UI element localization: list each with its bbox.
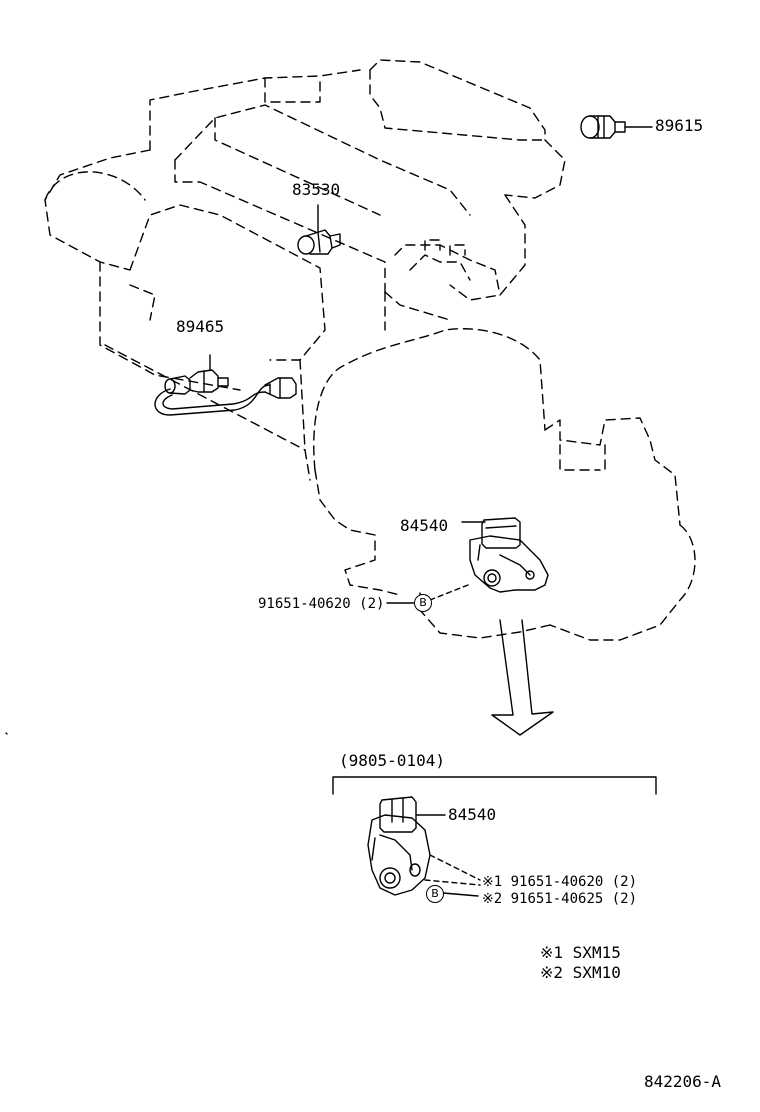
date-range-label: (9805-0104) xyxy=(339,751,445,770)
note-2: ※2 SXM10 xyxy=(540,963,621,982)
neutral-start-switch-84540-main[interactable] xyxy=(429,517,549,601)
part-label-89615[interactable]: 89615 xyxy=(655,116,704,135)
neutral-start-switch-84540-inset[interactable] xyxy=(367,796,481,897)
part-label-84540-inset[interactable]: 84540 xyxy=(448,805,497,824)
bolt-label-inset-1[interactable]: ※1 91651-40620 (2) xyxy=(482,874,638,890)
part-label-84540-main[interactable]: 84540 xyxy=(400,516,449,535)
diagram-id: 842206-A xyxy=(644,1072,722,1091)
ref-mark-b-inset: B xyxy=(426,885,444,903)
stray-mark xyxy=(5,732,8,735)
part-label-83530[interactable]: 83530 xyxy=(292,180,341,199)
ref-mark-b-main: B xyxy=(414,594,432,612)
detail-arrow xyxy=(491,619,554,736)
oil-pressure-switch-83530[interactable] xyxy=(297,204,341,255)
bolt-label-main[interactable]: 91651-40620 (2) xyxy=(258,596,385,612)
oxygen-sensor-89465[interactable] xyxy=(154,354,297,416)
knock-sensor-89615[interactable] xyxy=(580,115,653,139)
inset-bracket xyxy=(332,776,657,795)
engine-outline xyxy=(44,59,696,641)
part-label-89465[interactable]: 89465 xyxy=(176,317,225,336)
note-1: ※1 SXM15 xyxy=(540,943,621,962)
bolt-label-inset-2[interactable]: ※2 91651-40625 (2) xyxy=(482,891,638,907)
